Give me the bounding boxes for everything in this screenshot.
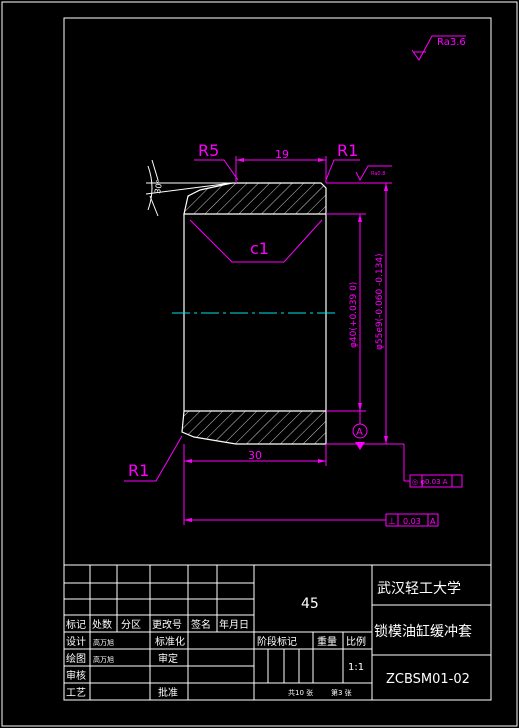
tb-scale-header: 比例 bbox=[346, 635, 366, 648]
angle-label: 30° bbox=[153, 179, 164, 195]
datum-letter: A bbox=[356, 427, 363, 438]
roughness-symbol-surface: Ra0.8 bbox=[326, 165, 392, 184]
tb-scale-value: 1:1 bbox=[348, 662, 364, 673]
part-section bbox=[145, 182, 338, 445]
roughness-surface-label: Ra0.8 bbox=[371, 171, 385, 177]
radius-r1-bottom-label: R1 bbox=[128, 461, 149, 480]
tb-checker-label: 审核 bbox=[66, 669, 86, 682]
chamfer-callout: c1 bbox=[189, 219, 323, 263]
tb-weight-header: 重量 bbox=[317, 635, 337, 648]
chamfer-label: c1 bbox=[250, 239, 269, 258]
tb-reviewer-label: 审定 bbox=[158, 652, 178, 665]
tb-sheet-no: 第3 张 bbox=[331, 688, 352, 697]
tb-header-change: 更改号 bbox=[152, 618, 182, 631]
perp-value: 0.03 bbox=[403, 517, 421, 526]
dim-inner-diameter: φ40(+0.039 0) bbox=[326, 213, 366, 412]
radius-r1-bottom-callout: R1 bbox=[124, 435, 183, 482]
tb-header-zone: 分区 bbox=[121, 619, 141, 631]
dim-inner-diameter-value: φ40(+0.039 0) bbox=[349, 282, 359, 348]
dim-top-width-value: 19 bbox=[275, 148, 289, 161]
bottom-wall-section bbox=[181, 410, 327, 445]
datum-a: A bbox=[352, 411, 368, 450]
runout-tolerance-text: ◎ φ0.03 A bbox=[412, 478, 448, 486]
tb-header-sign: 签名 bbox=[191, 618, 211, 631]
tb-standard-label: 标准化 bbox=[155, 635, 185, 648]
dim-outer-diameter-value: φ55e9(-0.060 -0.134) bbox=[375, 253, 385, 350]
tb-drawing-no: ZCBSM01-02 bbox=[386, 672, 470, 687]
angle-callout: 30° bbox=[147, 159, 164, 217]
tb-header-date: 年月日 bbox=[219, 618, 249, 631]
tb-drafter-name: 高万旭 bbox=[93, 655, 114, 664]
tb-header-mark: 标记 bbox=[66, 619, 86, 631]
tb-designer-name: 高万旭 bbox=[93, 638, 114, 647]
tb-stage-header: 阶段标记 bbox=[257, 635, 297, 648]
dim-bottom-width: 30 bbox=[183, 444, 327, 466]
tb-school: 武汉轻工大学 bbox=[377, 581, 461, 597]
tb-part-name: 锁模油缸缓冲套 bbox=[374, 623, 472, 640]
tb-material: 45 bbox=[301, 596, 319, 612]
tb-drafter-label: 绘图 bbox=[66, 652, 86, 665]
tb-designer-label: 设计 bbox=[66, 635, 86, 648]
perp-symbol: ⊥ bbox=[388, 517, 396, 527]
dim-top-width: 19 bbox=[235, 148, 327, 183]
top-wall-section bbox=[183, 182, 327, 215]
radius-r1-top-callout: R1 bbox=[325, 141, 360, 181]
tb-approve-label: 批准 bbox=[158, 686, 178, 699]
tb-header-count: 处数 bbox=[92, 618, 112, 631]
radius-r1-top-label: R1 bbox=[337, 141, 358, 160]
runout-tolerance-frame: ◎ φ0.03 A bbox=[386, 443, 463, 488]
tb-sheet-total: 共10 张 bbox=[288, 688, 313, 697]
perp-datum: A bbox=[430, 517, 436, 526]
taper-line bbox=[145, 182, 233, 195]
radius-r5-callout: R5 bbox=[194, 141, 239, 181]
dim-bottom-width-value: 30 bbox=[248, 449, 262, 462]
roughness-general-label: Ra3.6 bbox=[437, 37, 466, 48]
perp-tolerance-frame: ⊥ 0.03 A bbox=[183, 444, 439, 527]
roughness-symbol-general: Ra3.6 bbox=[411, 35, 466, 61]
title-block-text: 标记 处数 分区 更改号 签名 年月日 设计 高万旭 标准化 绘图 高万旭 审定… bbox=[66, 581, 472, 699]
title-block bbox=[63, 564, 492, 701]
tb-process-label: 工艺 bbox=[66, 687, 86, 699]
radius-r5-label: R5 bbox=[198, 141, 219, 160]
inner-frame bbox=[63, 17, 492, 701]
